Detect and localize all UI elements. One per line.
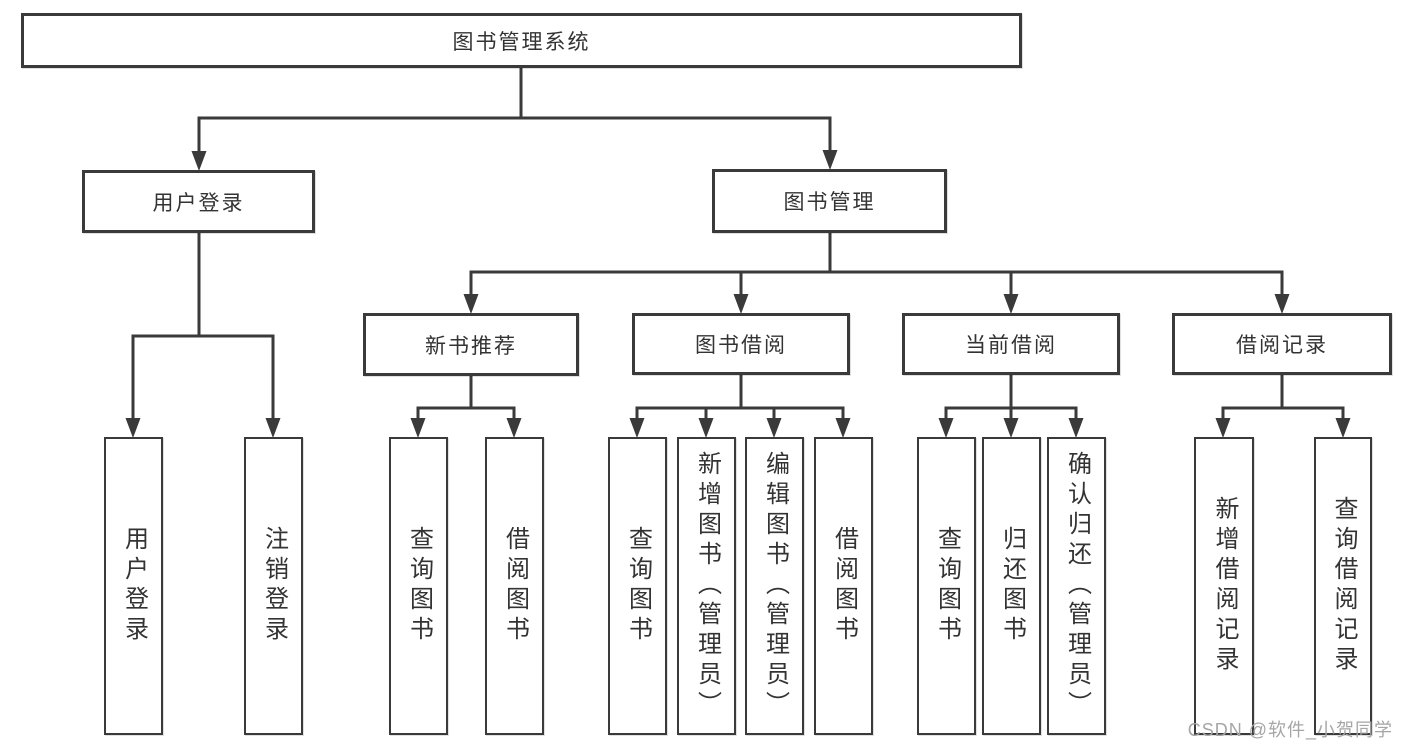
leaf-label: 查询图书: [624, 526, 652, 646]
leaf-label: 借阅图书: [830, 526, 858, 646]
leaf-confirm-return-admin: 确认归还（管理员）: [1047, 437, 1106, 735]
node-current-borrow: 当前借阅: [902, 313, 1120, 375]
leaf-query-books-recommend: 查询图书: [389, 437, 448, 735]
leaf-borrow-books: 借阅图书: [814, 437, 873, 735]
node-label: 当前借阅: [965, 334, 1057, 357]
node-label: 用户登录: [152, 191, 245, 215]
leaf-label: 查询图书: [405, 526, 433, 646]
leaf-query-books-borrow: 查询图书: [608, 437, 667, 735]
node-book-borrow: 图书借阅: [632, 313, 850, 375]
leaf-edit-books-admin: 编辑图书（管理员）: [745, 437, 804, 735]
leaf-return-books: 归还图书: [982, 437, 1041, 735]
node-label: 图书借阅: [695, 334, 787, 357]
leaf-label: 查询图书: [933, 526, 961, 646]
leaf-add-borrow-record: 新增借阅记录: [1194, 437, 1254, 735]
node-library-management-system: 图书管理系统: [21, 13, 1022, 68]
leaf-label: 新增借阅记录: [1211, 496, 1238, 676]
leaf-label: 新增图书（管理员）: [693, 451, 721, 721]
leaf-label: 注销登录: [260, 526, 288, 646]
leaf-label: 确认归还（管理员）: [1063, 451, 1091, 721]
leaf-label: 编辑图书（管理员）: [761, 451, 789, 721]
leaf-label: 查询借阅记录: [1330, 496, 1357, 676]
leaf-borrow-books-recommend: 借阅图书: [485, 437, 544, 735]
leaf-user-login-action: 用户登录: [104, 437, 163, 735]
node-borrow-records: 借阅记录: [1172, 313, 1392, 375]
leaf-add-books-admin: 新增图书（管理员）: [677, 437, 736, 735]
leaf-query-books-current: 查询图书: [917, 437, 976, 735]
leaf-logout: 注销登录: [244, 437, 303, 735]
node-new-book-recommend: 新书推荐: [363, 313, 579, 376]
node-label: 借阅记录: [1236, 334, 1328, 357]
leaf-label: 归还图书: [998, 526, 1026, 646]
node-book-management-branch: 图书管理: [712, 169, 947, 233]
leaf-label: 借阅图书: [501, 526, 529, 646]
node-label: 图书管理系统: [452, 30, 591, 54]
node-label: 新书推荐: [425, 334, 517, 358]
csdn-watermark: CSDN @软件_小贺同学: [1187, 720, 1393, 740]
node-label: 图书管理: [783, 191, 876, 214]
leaf-query-borrow-record: 查询借阅记录: [1314, 437, 1372, 735]
tree-edges: [131, 68, 1345, 419]
arrowheads: [125, 150, 1351, 438]
node-user-login-branch: 用户登录: [82, 170, 315, 233]
leaf-label: 用户登录: [120, 526, 148, 646]
